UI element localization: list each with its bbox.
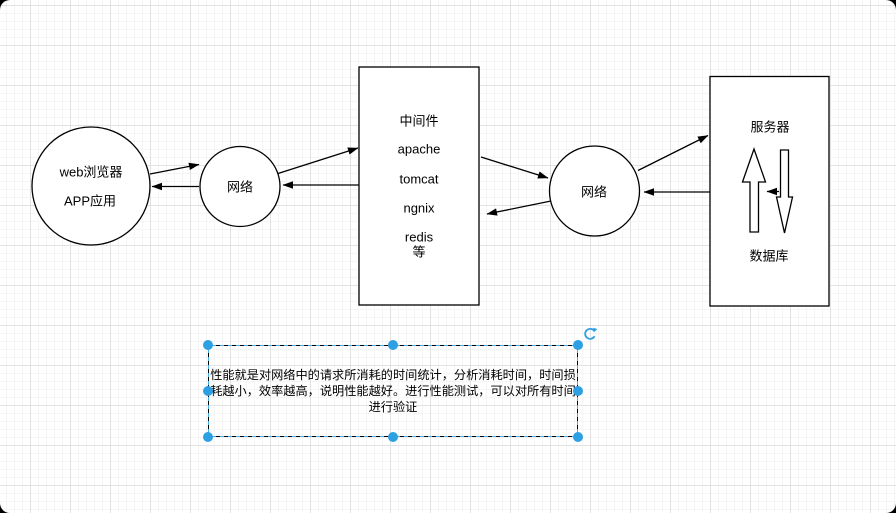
resize-handle-top-left[interactable] xyxy=(203,340,213,350)
middleware-item-redis: redis xyxy=(404,229,434,245)
client-node-label-line1: web浏览器 xyxy=(59,164,123,180)
resize-handle-middle-left[interactable] xyxy=(203,386,213,396)
note-text[interactable]: 性能就是对网络中的请求所消耗的时间统计，分析消耗时间，时间损耗越小，效率越高，说… xyxy=(210,368,576,414)
middleware-item-apache: apache xyxy=(397,141,441,157)
rotate-icon[interactable] xyxy=(582,326,598,342)
network1-node-shape[interactable] xyxy=(199,145,281,228)
connector-network2-to-middleware[interactable] xyxy=(486,200,552,216)
middleware-title-label: 中间件 xyxy=(399,113,439,129)
resize-handle-bottom-left[interactable] xyxy=(203,432,213,442)
network2-node-label: 网络 xyxy=(580,184,608,200)
connector-middleware-to-network2[interactable] xyxy=(480,156,549,179)
middleware-item-etc: 等 xyxy=(412,244,426,260)
server-node-label: 服务器 xyxy=(750,119,790,135)
resize-handle-middle-right[interactable] xyxy=(573,386,583,396)
network1-node-label: 网络 xyxy=(226,179,254,195)
resize-handle-bottom-right[interactable] xyxy=(573,432,583,442)
server-down-block-arrow-icon[interactable] xyxy=(775,149,794,234)
note-textbox-selected[interactable]: 性能就是对网络中的请求所消耗的时间统计，分析消耗时间，时间损耗越小，效率越高，说… xyxy=(203,340,583,442)
database-node-label: 数据库 xyxy=(749,248,789,264)
connector-network1-to-middleware[interactable] xyxy=(277,147,359,175)
middleware-item-tomcat: tomcat xyxy=(399,171,439,187)
connector-network2-to-server[interactable] xyxy=(637,134,709,172)
middleware-node-shape[interactable] xyxy=(358,66,480,306)
resize-handle-top-right[interactable] xyxy=(573,340,583,350)
network2-node-shape[interactable] xyxy=(548,145,641,237)
connector-client-to-network1[interactable] xyxy=(149,162,200,175)
resize-handle-top-middle[interactable] xyxy=(388,340,398,350)
client-node-shape[interactable] xyxy=(31,126,151,246)
server-up-block-arrow-icon[interactable] xyxy=(741,147,767,233)
resize-handle-bottom-middle[interactable] xyxy=(388,432,398,442)
client-node-label-line2: APP应用 xyxy=(63,193,117,209)
middleware-item-ngnix: ngnix xyxy=(403,200,435,216)
